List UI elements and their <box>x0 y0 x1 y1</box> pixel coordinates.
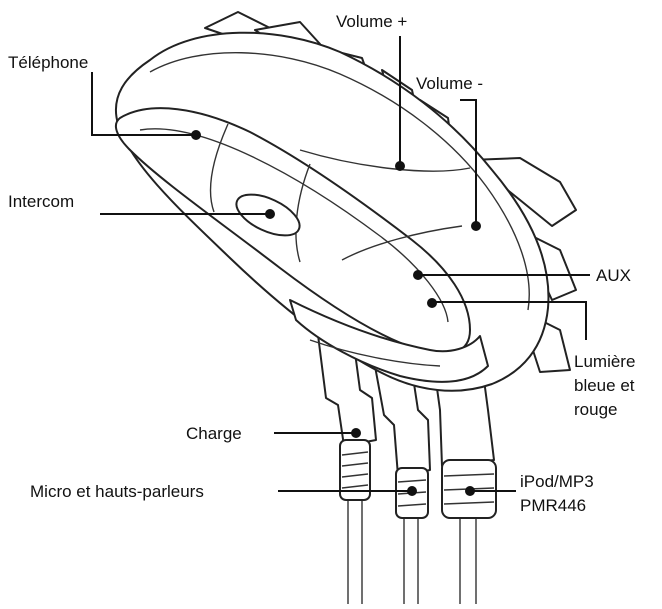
lumiere-label-line-1: Lumière <box>574 352 635 371</box>
callout-labels: Téléphone Volume + Volume - Intercom AUX… <box>8 12 635 515</box>
callout-leaders <box>91 36 590 496</box>
telephone-label: Téléphone <box>8 53 88 72</box>
volume-plus-label: Volume + <box>336 12 407 31</box>
ipod-label-line-1: iPod/MP3 <box>520 472 594 491</box>
telephone-dot <box>191 130 201 140</box>
telephone-leader <box>91 72 195 136</box>
intercom-label: Intercom <box>8 192 74 211</box>
intercom-dot <box>265 209 275 219</box>
charge-dot <box>351 428 361 438</box>
ipod-label-line-2: PMR446 <box>520 496 586 515</box>
volume-plus-dot <box>395 161 405 171</box>
aux-label: AUX <box>596 266 631 285</box>
volume-minus-label: Volume - <box>416 74 483 93</box>
lumiere-label-line-2: bleue et <box>574 376 635 395</box>
lumiere-leader <box>434 301 587 340</box>
micro-dot <box>407 486 417 496</box>
ipod-dot <box>465 486 475 496</box>
volume-minus-leader <box>460 99 477 224</box>
charge-connector <box>317 329 377 501</box>
aux-dot <box>413 270 423 280</box>
device-body <box>114 31 550 392</box>
lumiere-dot <box>427 298 437 308</box>
volume-minus-dot <box>471 221 481 231</box>
charge-label: Charge <box>186 424 242 443</box>
micro-label: Micro et hauts-parleurs <box>30 482 204 501</box>
lumiere-label-line-3: rouge <box>574 400 617 419</box>
